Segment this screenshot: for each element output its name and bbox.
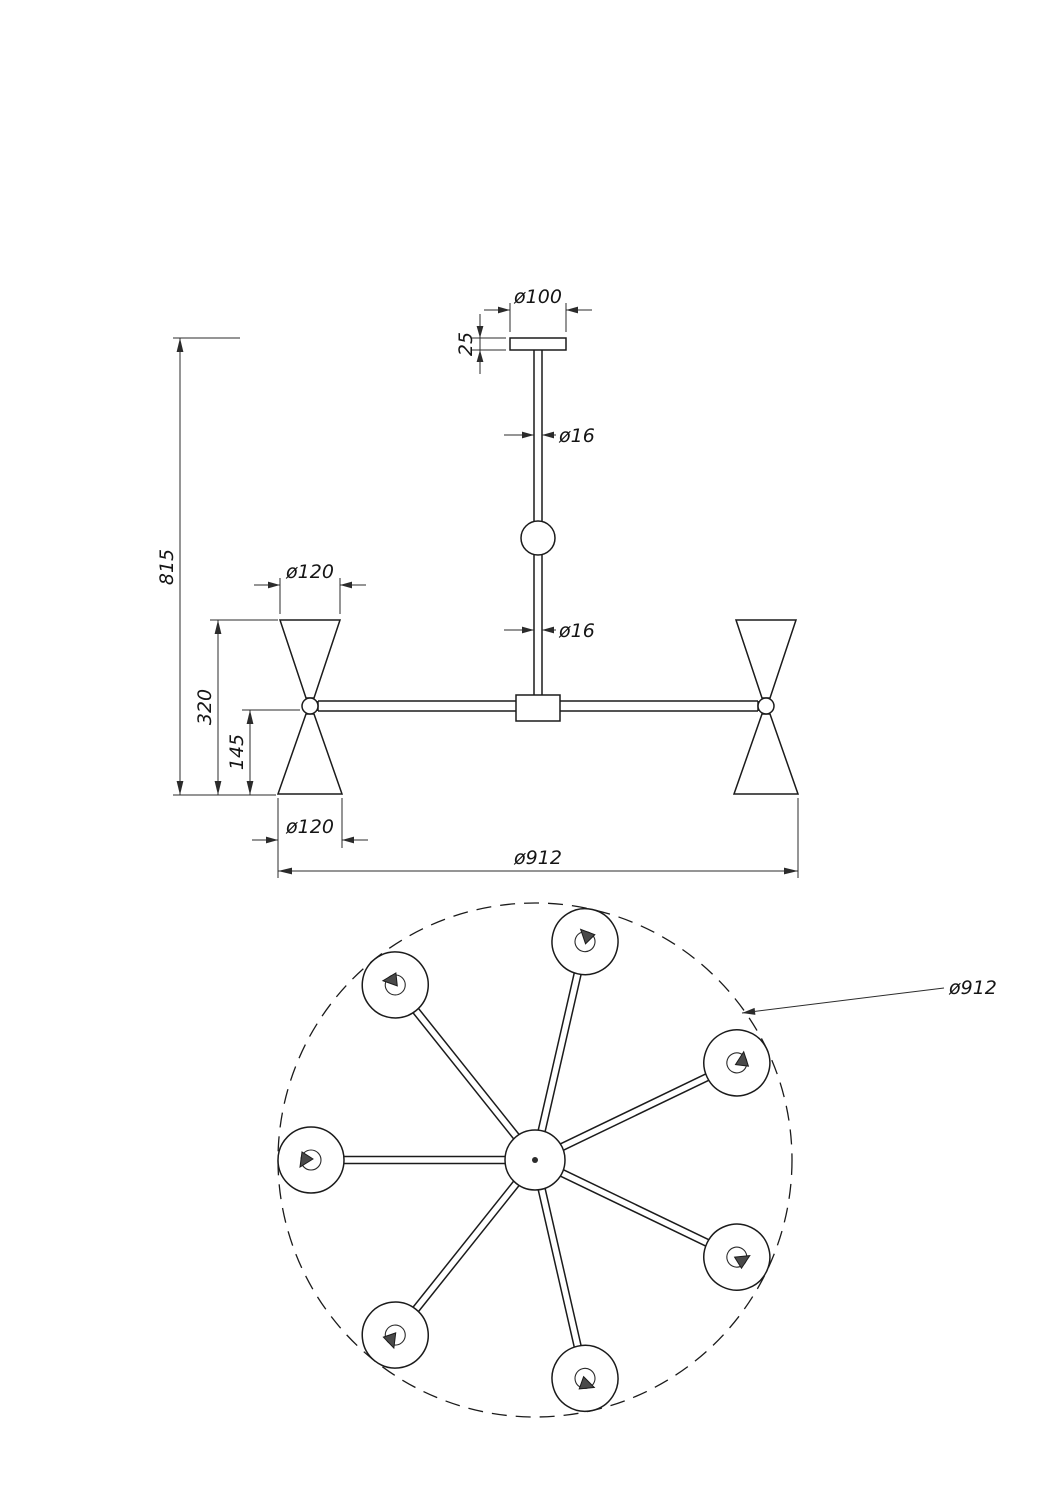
arrowhead	[340, 581, 352, 589]
plan-lamp-symbol	[381, 972, 398, 987]
dim-label-stem-diameter-lower: ø16	[558, 620, 595, 642]
arrowhead	[542, 626, 554, 634]
dim-overall-diameter-front: ø912	[277, 798, 799, 878]
dim-shade-lower-height: 145	[226, 709, 300, 795]
plan-arm-3	[277, 1126, 505, 1194]
dim-label-shade-bottom-diameter: ø120	[285, 816, 334, 838]
dim-label-overall-diameter-front: ø912	[513, 847, 562, 869]
plan-lamp-symbol	[382, 1332, 397, 1350]
arrowhead	[246, 710, 254, 724]
plan-lamp-symbol	[579, 928, 596, 945]
right-shade-lower-cone	[732, 713, 800, 795]
arrowhead	[176, 781, 184, 795]
arrowhead	[214, 781, 222, 795]
arrowhead	[342, 836, 354, 844]
dim-shade-section-height: 320	[194, 619, 278, 795]
arrowhead	[246, 781, 254, 795]
arrowhead	[176, 338, 184, 352]
arrowhead	[266, 836, 278, 844]
plan-arm-4	[361, 1180, 520, 1369]
arrowhead	[214, 620, 222, 634]
left-shade-lower-cone	[276, 713, 344, 795]
arrowhead	[268, 581, 280, 589]
plan-arm-1	[537, 907, 619, 1132]
plan-arm-7	[560, 1029, 771, 1151]
arrowhead	[566, 306, 578, 314]
dim-label-overall-diameter-plan: ø912	[948, 977, 997, 999]
ceiling-canopy	[509, 337, 567, 351]
dim-label-shade-top-diameter: ø120	[285, 561, 334, 583]
dim-shade-top-diameter: ø120	[254, 561, 366, 614]
plan-arm-2	[361, 951, 520, 1140]
central-hub	[515, 694, 561, 722]
plan-center-point	[532, 1157, 538, 1163]
dim-stem-diameter-upper: ø16	[504, 425, 595, 447]
left-shade-upper-cone	[278, 619, 342, 699]
arrowhead	[522, 431, 534, 439]
arrowhead	[522, 626, 534, 634]
dim-label-stem-diameter-upper: ø16	[558, 425, 595, 447]
plan-arm-6	[560, 1169, 771, 1291]
right-shade-waist-joint	[757, 697, 775, 715]
plan-lamp-symbol	[733, 1254, 751, 1270]
arrowhead	[784, 867, 798, 875]
dim-label-shade-lower-height: 145	[226, 734, 248, 770]
leader-line	[741, 987, 945, 1014]
dim-canopy-height: 25	[455, 314, 506, 374]
left-shade-waist-joint	[301, 697, 319, 715]
plan-lamp-symbol	[578, 1375, 596, 1390]
plan-arm-5	[537, 1188, 619, 1413]
dim-shade-bottom-diameter: ø120	[252, 798, 368, 848]
dim-canopy-diameter: ø100	[484, 286, 592, 332]
arrowhead	[542, 431, 554, 439]
dim-label-canopy-diameter: ø100	[513, 286, 562, 308]
front-view: ø100 25 ø16 ø16	[156, 286, 800, 878]
dim-label-overall-height: 815	[156, 549, 178, 585]
arrowhead	[742, 1007, 756, 1015]
right-shade-upper-cone	[734, 619, 798, 699]
plan-overall-dashed-circle	[277, 902, 793, 1418]
arrowhead	[278, 867, 292, 875]
arrowhead	[476, 326, 484, 338]
dim-overall-diameter-plan: ø912	[741, 977, 997, 1015]
plan-view: ø912	[277, 902, 997, 1418]
arrowhead	[476, 350, 484, 362]
dim-label-canopy-height: 25	[455, 332, 477, 356]
dim-stem-diameter-lower: ø16	[504, 620, 595, 642]
arrowhead	[498, 306, 510, 314]
plan-lamp-symbol	[299, 1151, 314, 1168]
dim-label-shade-section-height: 320	[194, 689, 216, 725]
dim-overall-height: 815	[156, 337, 276, 796]
stem-ball-joint	[520, 520, 556, 556]
plan-lamp-symbol	[734, 1050, 750, 1067]
